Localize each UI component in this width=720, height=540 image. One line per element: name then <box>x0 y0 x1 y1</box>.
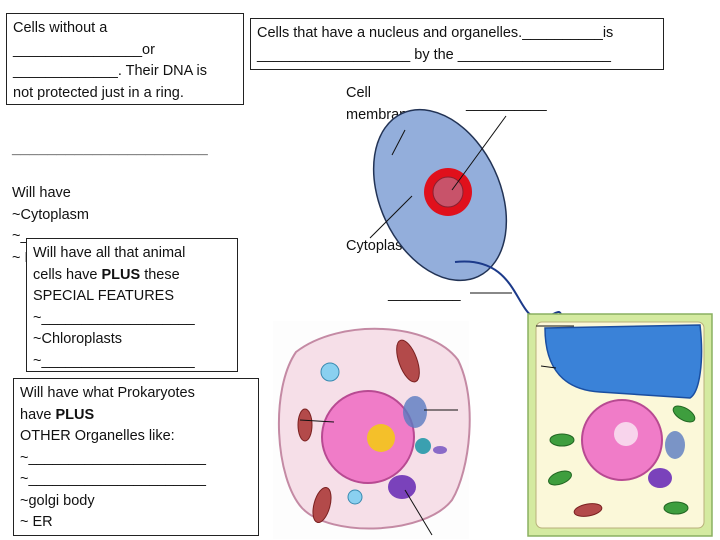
plant-chloroplast <box>549 433 575 447</box>
plant-vacuole <box>544 324 703 399</box>
animal-mitochondrion <box>312 486 332 524</box>
plant-chloroplast <box>663 501 689 515</box>
cytoplasm-pointer <box>369 195 413 239</box>
membrane-pointer <box>391 129 406 156</box>
plant-nucleolus <box>614 422 638 446</box>
all-cells-box: ______________________ Will have ~Cytopl… <box>6 116 242 266</box>
animal-nucleolus <box>367 424 395 452</box>
animal-cell-box: Will have what Prokaryotes have PLUS OTH… <box>13 378 259 536</box>
eukaryote-definition-box: Cells that have a nucleus and organelles… <box>250 18 664 70</box>
top-blank-label: __________ <box>466 96 547 112</box>
prokaryote-definition-box: Cells without a ________________or _____… <box>6 13 244 105</box>
animal-golgi <box>388 475 416 499</box>
plant-chloroplast <box>548 470 572 486</box>
all-cells-heading-blank: ______________________ <box>12 139 208 157</box>
plant-mitochondrion <box>573 503 603 517</box>
prokaryote-cell <box>372 108 563 335</box>
plant-cell-box: Will have all that animal cells have PLU… <box>26 238 238 372</box>
top-blank-pointer <box>451 115 507 191</box>
flagellum-blank-label: _________ <box>388 286 461 302</box>
plant-cell <box>527 313 713 537</box>
plant-golgi <box>648 468 672 488</box>
animal-mitochondrion <box>396 339 420 383</box>
animal-mitochondrion <box>297 408 313 442</box>
animal-cell <box>273 321 471 539</box>
plant-chloroplast <box>672 405 696 423</box>
